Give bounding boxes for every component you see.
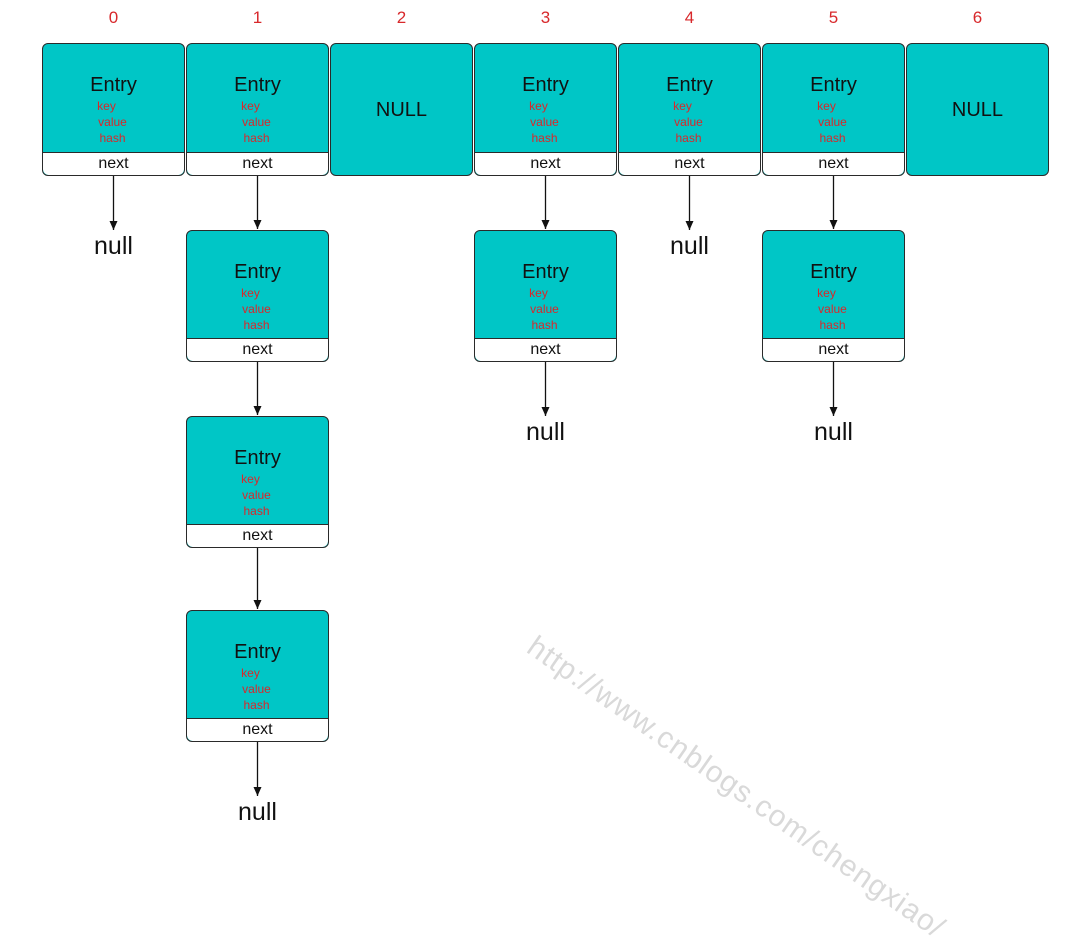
field-value: value xyxy=(242,115,271,129)
field-key: key xyxy=(817,286,836,300)
entry-node-bucket1-3: Entry key value hash next xyxy=(186,610,329,742)
next-pointer: next xyxy=(187,338,328,361)
entry-node-bucket1-1: Entry key value hash next xyxy=(186,230,329,362)
entry-title: Entry xyxy=(234,641,281,663)
field-key: key xyxy=(97,99,116,113)
null-terminator-4: null xyxy=(670,232,709,260)
next-pointer: next xyxy=(475,152,616,175)
bucket-index-5: 5 xyxy=(828,8,839,27)
bucket-index-2: 2 xyxy=(396,8,407,27)
field-value: value xyxy=(98,115,127,129)
next-pointer: next xyxy=(763,338,904,361)
next-pointer: next xyxy=(619,152,760,175)
field-hash: hash xyxy=(243,318,270,332)
entry-title: Entry xyxy=(234,74,281,96)
entry-title: Entry xyxy=(666,74,713,96)
field-key: key xyxy=(241,286,260,300)
field-hash: hash xyxy=(243,698,270,712)
field-hash: hash xyxy=(531,318,558,332)
entry-title: Entry xyxy=(522,74,569,96)
entry-title: Entry xyxy=(810,261,857,283)
field-hash: hash xyxy=(819,318,846,332)
next-pointer: next xyxy=(475,338,616,361)
null-bucket-2: NULL xyxy=(330,43,473,176)
field-value: value xyxy=(530,302,559,316)
field-hash: hash xyxy=(99,131,126,145)
field-value: value xyxy=(530,115,559,129)
field-hash: hash xyxy=(531,131,558,145)
null-terminator-3: null xyxy=(526,418,565,446)
next-pointer: next xyxy=(763,152,904,175)
field-key: key xyxy=(673,99,692,113)
entry-node-bucket4-0: Entry key value hash next xyxy=(618,43,761,176)
next-pointer: next xyxy=(187,524,328,547)
next-pointer: next xyxy=(187,152,328,175)
field-key: key xyxy=(817,99,836,113)
entry-node-bucket1-2: Entry key value hash next xyxy=(186,416,329,548)
field-value: value xyxy=(818,115,847,129)
field-key: key xyxy=(241,666,260,680)
entry-title: Entry xyxy=(810,74,857,96)
entry-title: Entry xyxy=(522,261,569,283)
bucket-index-1: 1 xyxy=(252,8,263,27)
entry-node-bucket1-0: Entry key value hash next xyxy=(186,43,329,176)
null-bucket-text: NULL xyxy=(375,99,428,121)
field-value: value xyxy=(674,115,703,129)
bucket-index-0: 0 xyxy=(108,8,119,27)
field-value: value xyxy=(242,682,271,696)
field-value: value xyxy=(242,488,271,502)
field-key: key xyxy=(529,286,548,300)
field-hash: hash xyxy=(819,131,846,145)
null-terminator-5: null xyxy=(814,418,853,446)
null-terminator-1: null xyxy=(238,798,277,826)
field-hash: hash xyxy=(675,131,702,145)
entry-title: Entry xyxy=(234,447,281,469)
arrows-layer xyxy=(109,176,838,796)
null-bucket-6: NULL xyxy=(906,43,1049,176)
field-key: key xyxy=(241,472,260,486)
entry-node-bucket3-0: Entry key value hash next xyxy=(474,43,617,176)
field-key: key xyxy=(529,99,548,113)
null-bucket-text: NULL xyxy=(951,99,1004,121)
next-pointer: next xyxy=(187,718,328,741)
bucket-index-3: 3 xyxy=(540,8,551,27)
entry-node-bucket5-0: Entry key value hash next xyxy=(762,43,905,176)
bucket-index-6: 6 xyxy=(972,8,983,27)
entry-node-bucket3-1: Entry key value hash next xyxy=(474,230,617,362)
entry-title: Entry xyxy=(90,74,137,96)
entry-node-bucket5-1: Entry key value hash next xyxy=(762,230,905,362)
field-value: value xyxy=(818,302,847,316)
field-key: key xyxy=(241,99,260,113)
entry-title: Entry xyxy=(234,261,281,283)
field-hash: hash xyxy=(243,504,270,518)
field-hash: hash xyxy=(243,131,270,145)
bucket-index-4: 4 xyxy=(684,8,695,27)
field-value: value xyxy=(242,302,271,316)
null-terminator-0: null xyxy=(94,232,133,260)
next-pointer: next xyxy=(43,152,184,175)
entry-node-bucket0-0: Entry key value hash next xyxy=(42,43,185,176)
